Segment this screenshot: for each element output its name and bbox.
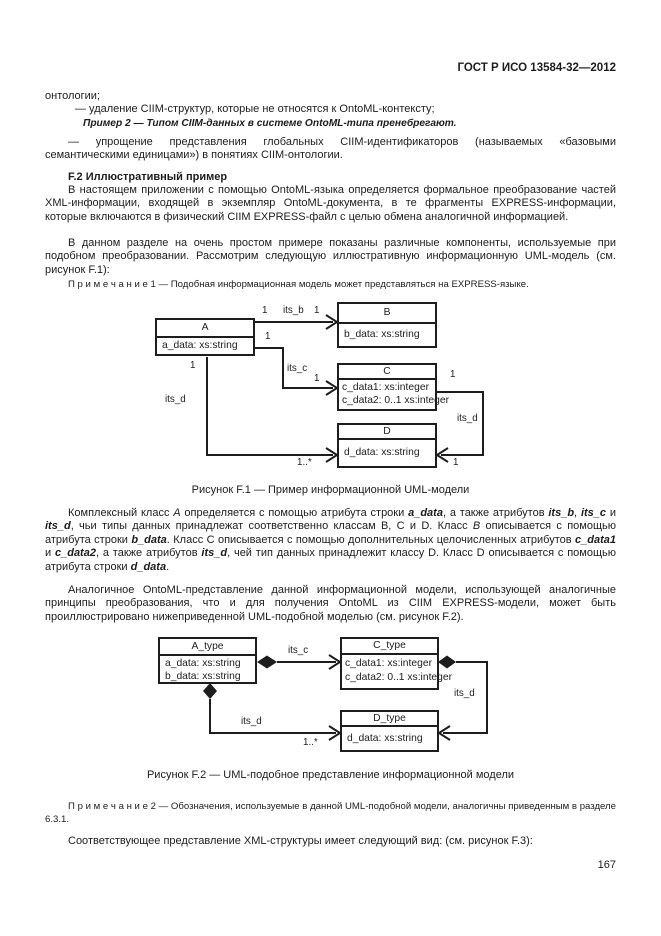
composition-atype-dtype: [209, 699, 336, 734]
multiplicity-label: 1: [453, 457, 459, 468]
uml-class-d-type: D_type d_data: xs:string: [340, 710, 439, 752]
paragraph-continuation: онтологии;: [45, 90, 100, 102]
association-a-d: [206, 357, 333, 456]
figure-1-caption: Рисунок F.1 — Пример информационной UML-…: [191, 484, 470, 496]
note-2: П р и м е ч а н и е 2 — Обозначения, исп…: [45, 801, 616, 825]
role-label-its-c: its_c: [287, 363, 308, 374]
uml-class-a: A a_data: xs:string: [155, 318, 255, 356]
multiplicity-label: 1: [265, 331, 271, 342]
uml-attribute: a_data: xs:string: [165, 658, 241, 669]
uml-attribute: b_data: xs:string: [165, 671, 241, 682]
uml-class-b-title: B: [339, 304, 435, 324]
arrowhead-icon: [435, 447, 449, 463]
bullet-simplify-ciim: — упрощение представления глобальных CII…: [45, 136, 616, 162]
uml-class-c-type: C_type c_data1: xs:integer c_data2: 0..1…: [340, 637, 453, 690]
uml-class-c-type-title: C_type: [342, 639, 437, 655]
composition-diamond-icon: [203, 683, 217, 699]
multiplicity-label: 1: [314, 373, 320, 384]
multiplicity-label: 1: [450, 369, 456, 380]
note-1: П р и м е ч а н и е 1 — Подобная информа…: [68, 279, 529, 290]
role-label-its-d: its_d: [241, 716, 262, 727]
section-heading: F.2 Иллюстративный пример: [68, 171, 228, 183]
paragraph-2: В данном разделе на очень простом пример…: [45, 237, 616, 276]
uml-attribute: c_data2: 0..1 xs:integer: [345, 672, 453, 683]
role-label-its-c: its_c: [288, 645, 309, 656]
page-number: 167: [597, 859, 616, 871]
arrowhead-icon: [325, 447, 339, 463]
uml-class-c-title: C: [339, 365, 435, 380]
arrowhead-icon: [328, 654, 342, 670]
uml-class-d-title: D: [339, 425, 435, 440]
uml-class-d-type-title: D_type: [342, 712, 437, 727]
uml-class-b: B b_data: xs:string: [337, 302, 437, 348]
uml-attribute: b_data: xs:string: [344, 329, 420, 340]
uml-attribute: c_data2: 0..1 xs:integer: [342, 395, 450, 406]
uml-attribute: a_data: xs:string: [162, 340, 238, 351]
paragraph-1: В настоящем приложении с помощью OntoML-…: [45, 184, 616, 223]
example-2: Пример 2 — Типом CIIM-данных в системе O…: [83, 118, 457, 129]
uml-attribute: c_data1: xs:integer: [342, 382, 430, 393]
arrowhead-icon: [325, 314, 339, 330]
arrowhead-icon: [437, 725, 451, 741]
multiplicity-label: 1: [314, 305, 320, 316]
uml-class-d: D d_data: xs:string: [337, 423, 437, 468]
paragraph-4: Аналогичное OntoML-представление данной …: [45, 584, 616, 623]
composition-diamond-icon: [257, 655, 277, 669]
role-label-its-b: its_b: [283, 305, 304, 316]
uml-attribute: d_data: xs:string: [344, 447, 420, 458]
uml-class-a-title: A: [157, 320, 253, 338]
uml-attribute: c_data1: xs:integer: [345, 658, 433, 669]
uml-attribute: d_data: xs:string: [347, 733, 423, 744]
multiplicity-label: 1: [190, 360, 196, 371]
multiplicity-label: 1..*: [297, 457, 312, 468]
multiplicity-label: 1..*: [303, 737, 318, 748]
paragraph-3: Комплексный класс A определяется с помощ…: [45, 507, 616, 573]
uml-class-a-type: A_type a_data: xs:string b_data: xs:stri…: [158, 637, 257, 684]
uml-class-a-type-title: A_type: [160, 639, 255, 656]
role-label-its-d: its_d: [457, 413, 478, 424]
paragraph-5: Соответствующее представление XML-структ…: [68, 835, 533, 847]
arrowhead-icon: [328, 725, 342, 741]
role-label-its-d: its_d: [165, 394, 186, 405]
multiplicity-label: 1: [262, 305, 268, 316]
arrowhead-icon: [325, 380, 339, 396]
role-label-its-d: its_d: [454, 688, 475, 699]
doc-code-header: ГОСТ Р ИСО 13584-32—2012: [457, 62, 616, 74]
figure-2-caption: Рисунок F.2 — UML-подобное представление…: [146, 769, 515, 781]
composition-diamond-icon: [438, 655, 456, 669]
bullet-remove-ciim: — удаление CIIM-структур, которые не отн…: [75, 103, 435, 115]
uml-class-c: C c_data1: xs:integer c_data2: 0..1 xs:i…: [337, 363, 450, 411]
